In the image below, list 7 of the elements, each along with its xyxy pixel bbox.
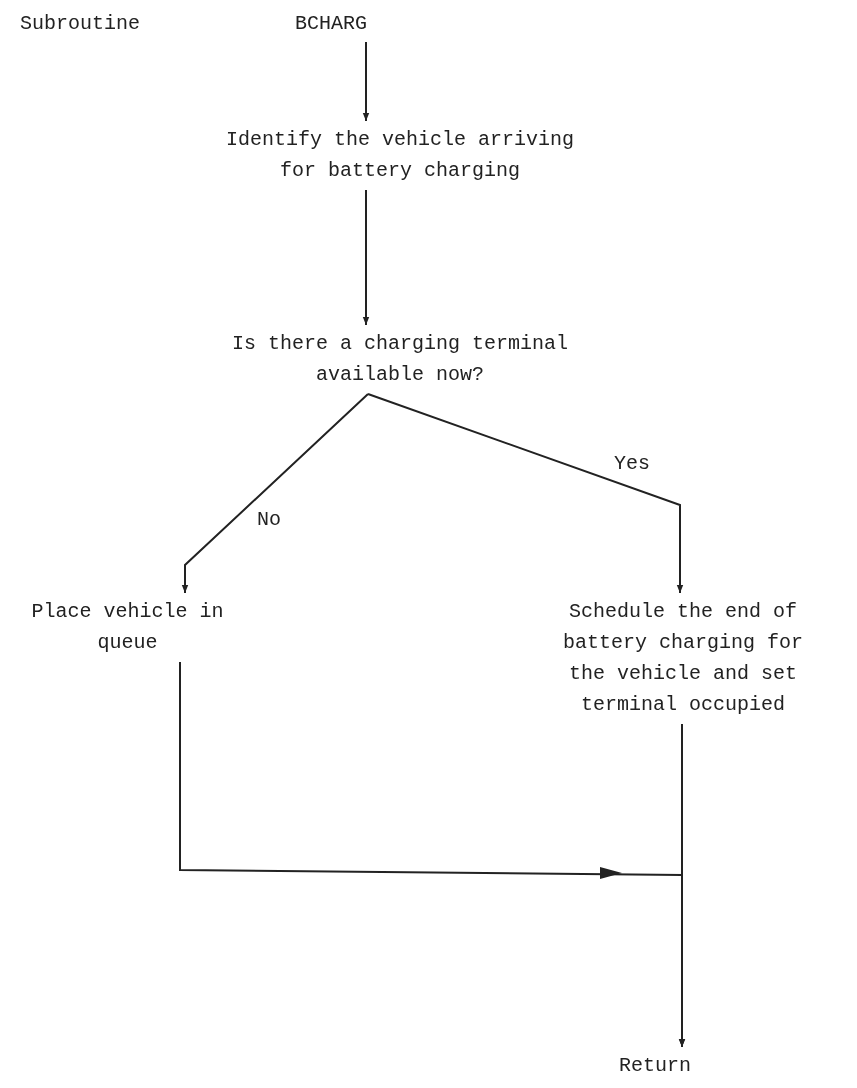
subroutine-label: Subroutine: [20, 11, 141, 37]
process-text: Schedule the end of battery charging for the vehicle and set terminal occupied: [561, 599, 804, 718]
process-text: Identify the vehicle arriving for battery charging: [224, 127, 576, 184]
process-text: Place vehicle in queue: [30, 599, 225, 656]
subroutine-name: BCHARG: [295, 11, 367, 37]
decision-text: Is there a charging terminal available now?: [230, 331, 570, 388]
terminal-text: Return: [618, 1053, 692, 1079]
